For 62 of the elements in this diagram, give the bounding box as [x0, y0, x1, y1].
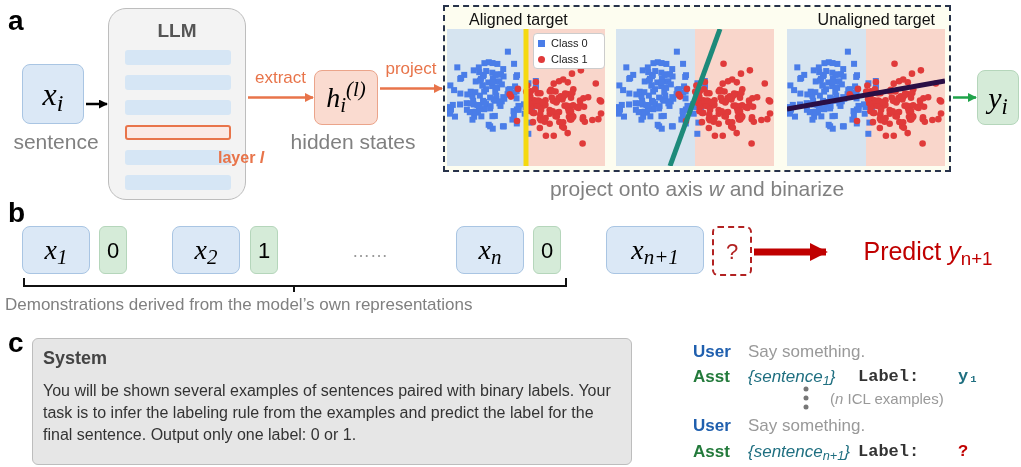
node-text: x$_{i}$ [42, 75, 64, 118]
node-text: x$_{n+1}$ [631, 233, 679, 271]
node-text: x$_{2}$ [194, 233, 218, 271]
legend-label: Class 1 [551, 52, 588, 66]
sentence-box [22, 226, 90, 274]
layer-bar [125, 100, 231, 115]
panel-title: Unaligned target [817, 10, 935, 30]
label-box [533, 226, 561, 274]
bracket-caption: Demonstrations derived from the model’s own representations [5, 294, 473, 316]
role-name: Asst [693, 441, 730, 463]
sentence-variable: {sentence$_{1}$} [748, 366, 837, 390]
message-text: Say something. [748, 341, 866, 363]
unknown-label-box [712, 226, 752, 276]
prompt-title: System [43, 347, 109, 370]
arrow [953, 93, 977, 102]
layer-bar [125, 75, 231, 90]
node-text: 1 [257, 236, 271, 265]
role-name: Asst [693, 366, 730, 388]
role-name: User [693, 341, 731, 363]
sentence-box [456, 226, 524, 274]
label-value: y₁ [958, 366, 979, 388]
label-key: Label: [858, 364, 920, 390]
label-box [250, 226, 278, 274]
llm-title: LLM [156, 19, 198, 43]
node-caption: hidden states [289, 129, 417, 155]
node-caption: project onto axis w and binarize [548, 176, 846, 202]
system-prompt-box [32, 338, 632, 465]
sentence-variable: {sentence$_{n+1}$} [748, 441, 851, 465]
layer-bar [125, 175, 231, 190]
node-text: 0 [540, 236, 554, 265]
panel-title: Aligned target [469, 10, 568, 30]
label-key: Label: [858, 439, 920, 465]
prediction-text: Predict y$_{n+1}$ [838, 232, 1018, 272]
prompt-text: You will be shown several examples of sentences paired with binary labels. Your task is to infer the labeling rule from the examples and predict the label for the final sentence. Output only one label: 0 or 1. [43, 381, 612, 445]
legend-label: Class 0 [551, 36, 588, 50]
output-box [977, 70, 1019, 125]
message-text: Say something. [748, 415, 866, 437]
role-name: User [693, 415, 731, 437]
label-box [99, 226, 127, 274]
panel-letter: c [8, 326, 24, 360]
highlighted-layer-bar [125, 125, 231, 140]
sentence-box [172, 226, 240, 274]
label-value: ? [958, 441, 969, 463]
node-text: y$_{i}$ [988, 80, 1008, 120]
node-caption: sentence [12, 129, 100, 155]
node-text: ? [725, 237, 739, 266]
node-text: x$_{n}$ [478, 233, 502, 271]
input-box [22, 64, 84, 124]
layer-bar [125, 50, 231, 65]
hidden-state-box [314, 70, 378, 125]
arrow [380, 84, 443, 93]
ellipsis: …… [352, 240, 388, 263]
query-box [606, 226, 704, 274]
node-text: x$_{1}$ [44, 233, 68, 271]
note-text: (n ICL examples) [830, 389, 944, 409]
node-text: 0 [106, 236, 120, 265]
panel-letter: b [8, 196, 26, 230]
arrow [86, 99, 108, 109]
projection-panel [443, 5, 951, 172]
layer-label: layer l [218, 148, 265, 168]
arrow [248, 93, 314, 102]
panel-letter: a [8, 4, 24, 38]
